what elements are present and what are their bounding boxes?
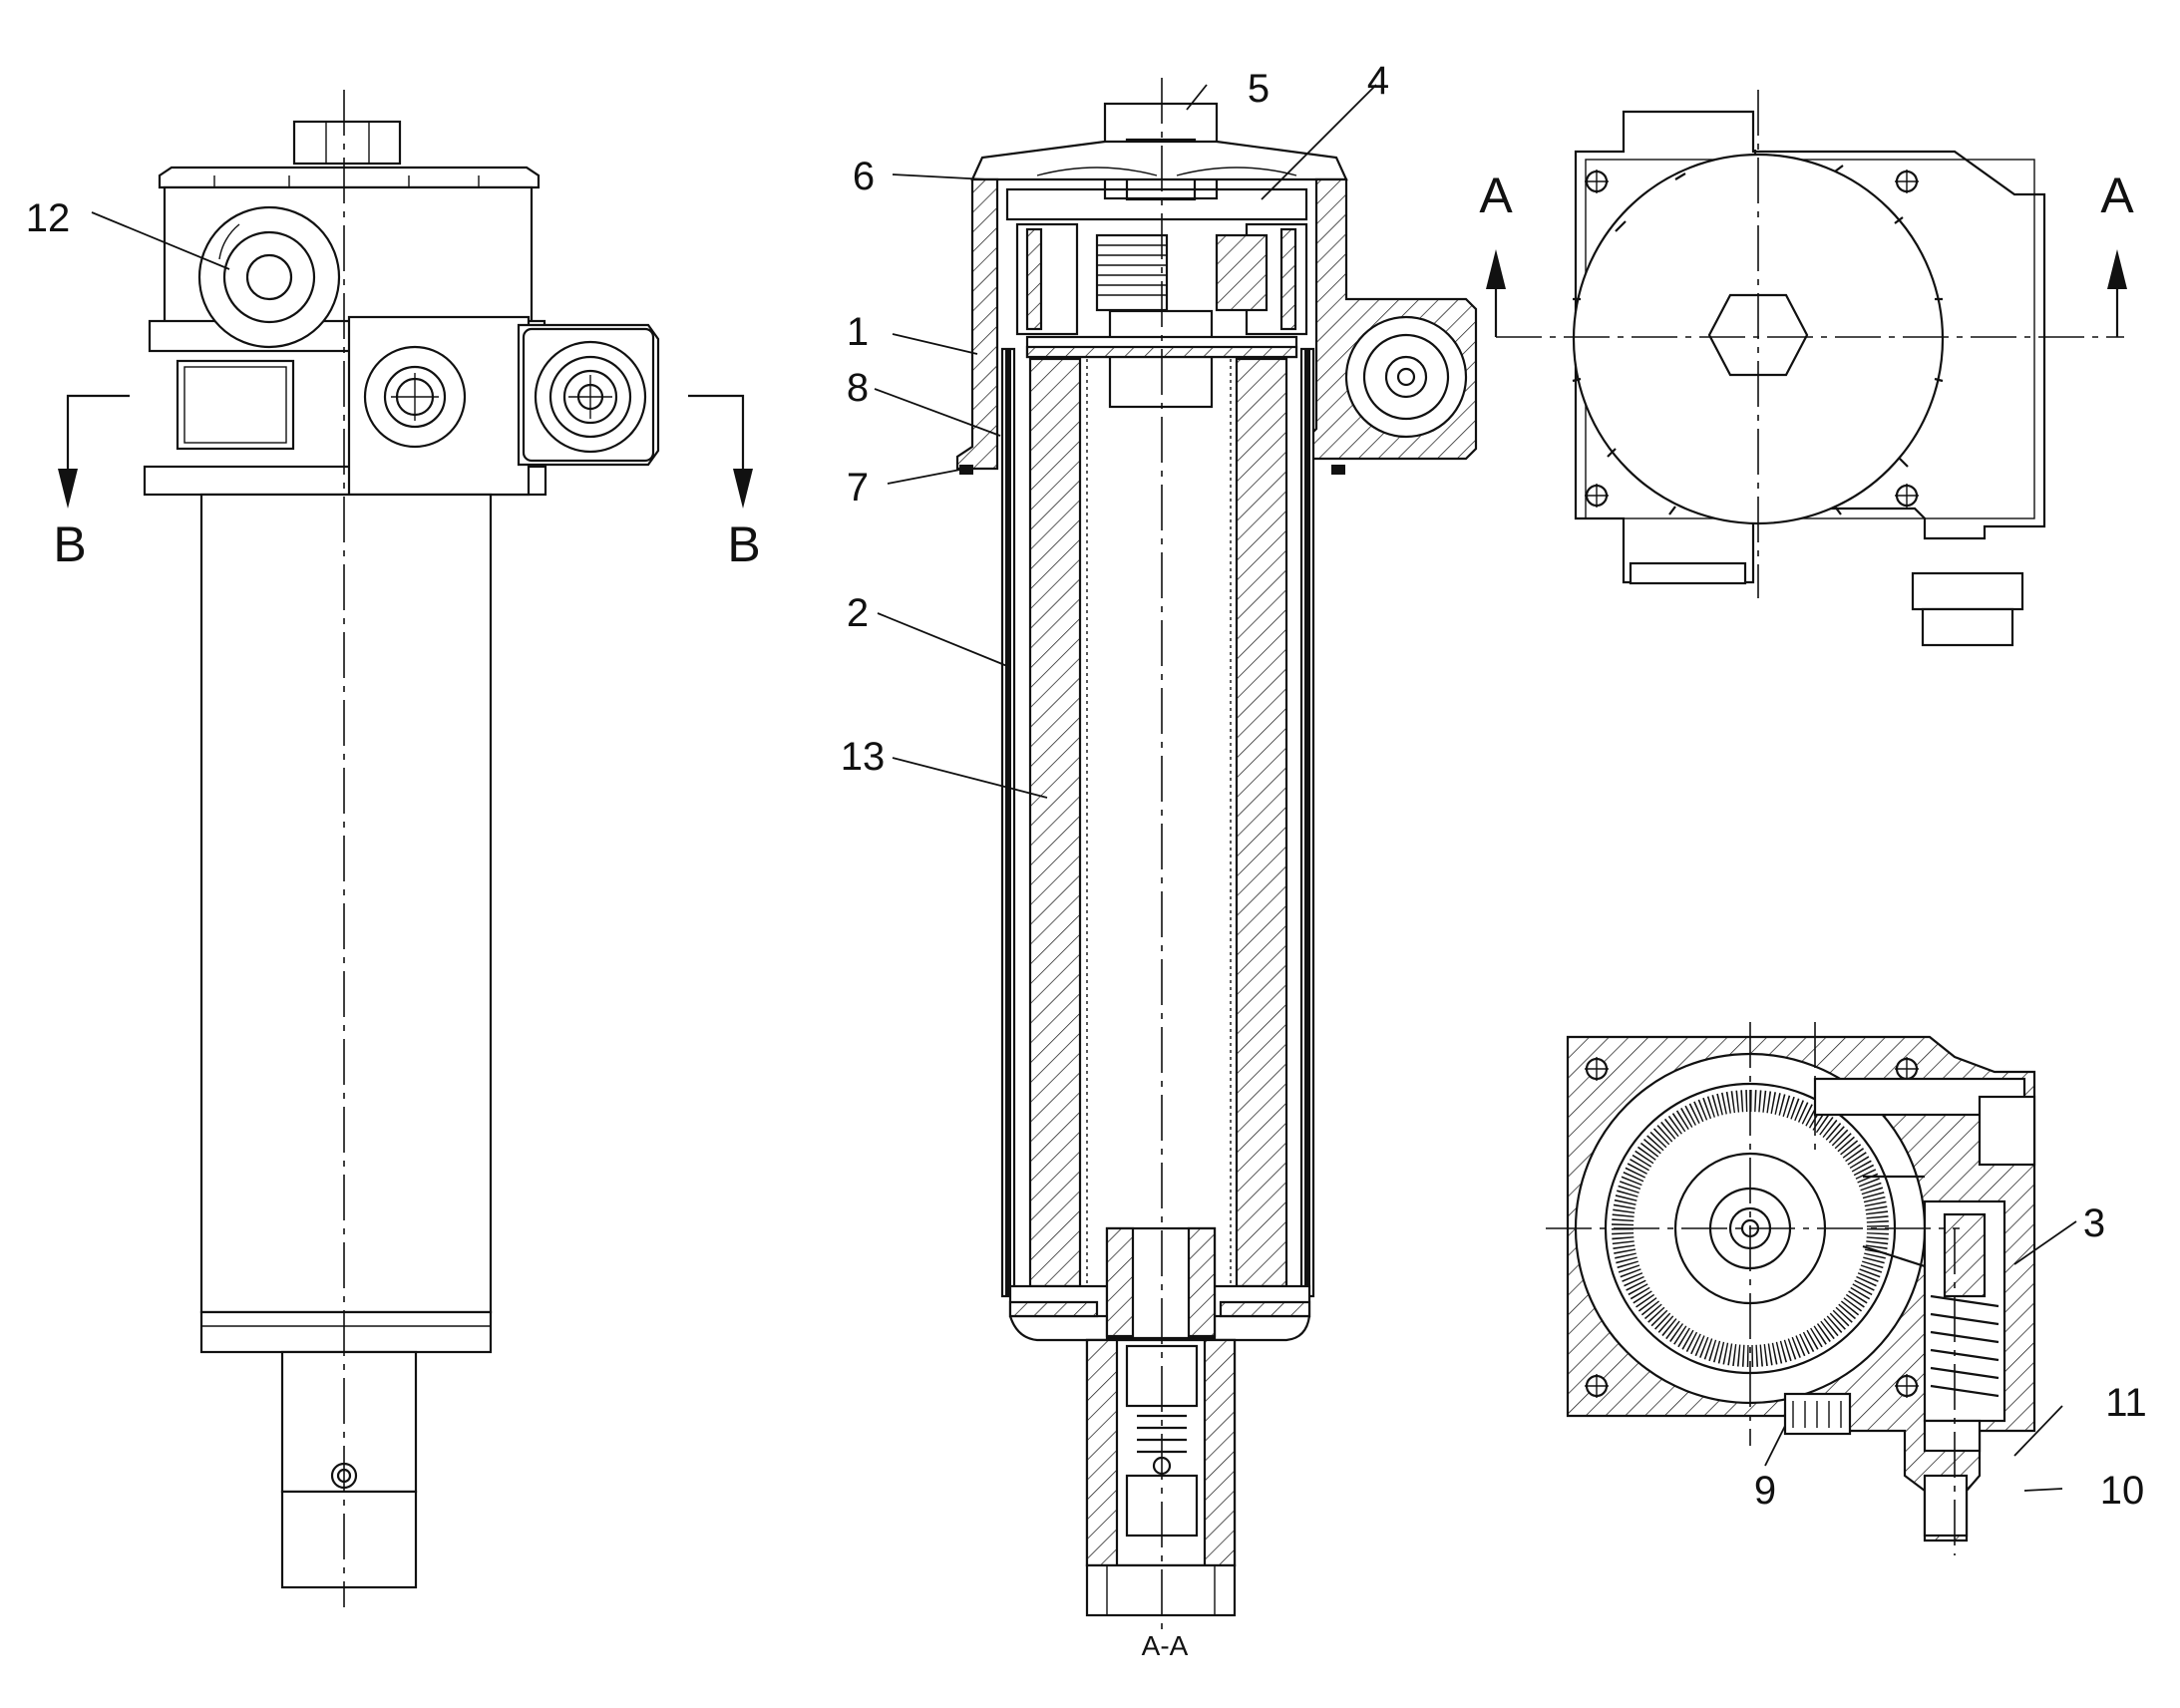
- callout-9: 9: [1754, 1469, 1776, 1513]
- section-b-b-view: [1546, 1022, 2036, 1555]
- callout-8: 8: [847, 366, 869, 410]
- side-view: [58, 90, 753, 1607]
- callout-2: 2: [847, 591, 869, 635]
- section-a-left-label: A: [1479, 168, 1513, 223]
- callout-1: 1: [847, 310, 869, 354]
- top-view: [1486, 90, 2127, 647]
- callout-12: 12: [26, 196, 71, 240]
- callout-5: 5: [1248, 67, 1270, 111]
- section-caption: A-A: [1142, 1630, 1189, 1661]
- section-markers: A A B B: [53, 168, 2134, 572]
- callout-4: 4: [1367, 59, 1389, 103]
- callout-10: 10: [2100, 1469, 2145, 1513]
- callout-6: 6: [853, 155, 875, 198]
- section-b-right-label: B: [727, 516, 760, 572]
- section-b-left-label: B: [53, 516, 86, 572]
- callout-7: 7: [847, 466, 869, 510]
- callout-labels: 12 1 8 7 2 13 6 5 4 3 11 10 9: [26, 59, 2147, 1513]
- section-a-a-view: [955, 78, 1478, 1635]
- callout-13: 13: [841, 735, 886, 779]
- callout-11: 11: [2105, 1381, 2147, 1425]
- top-view-bolt-holes: [1585, 170, 1919, 508]
- callout-3: 3: [2083, 1201, 2105, 1245]
- leader-lines: [91, 84, 2077, 1492]
- section-a-right-label: A: [2100, 168, 2134, 223]
